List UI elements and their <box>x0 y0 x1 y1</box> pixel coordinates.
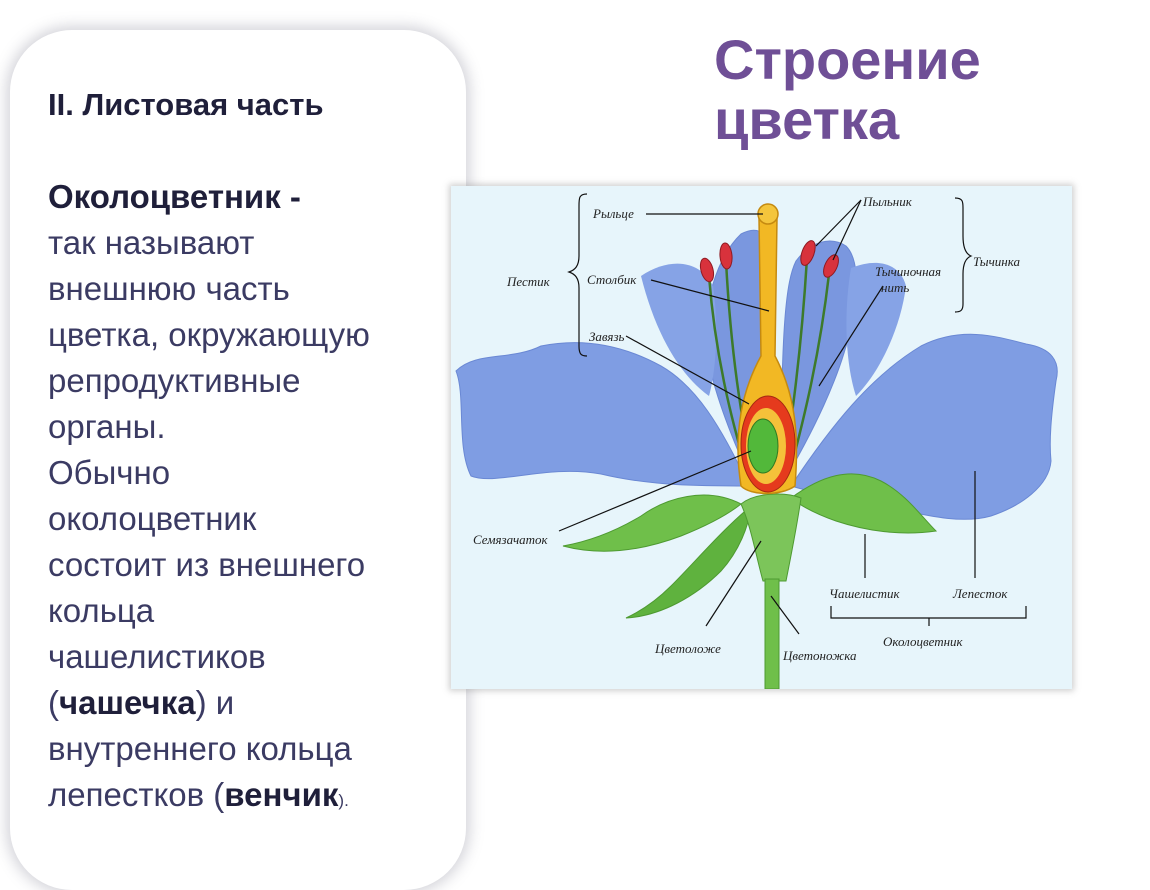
back-petal-wing-right <box>846 262 906 396</box>
text-line: репродуктивные <box>48 362 301 399</box>
label-ovule: Семязачаток <box>473 532 549 547</box>
text-line: околоцветник <box>48 500 257 537</box>
text-line: Обычно <box>48 454 171 491</box>
text-line: внешнюю часть <box>48 270 290 307</box>
paren: ( <box>48 684 59 721</box>
label-petal: Лепесток <box>952 586 1008 601</box>
slide-title: Строение цветка <box>714 30 981 150</box>
calyx-term: чашечка <box>59 684 196 721</box>
text-line: кольца <box>48 592 155 629</box>
spacer <box>48 128 448 174</box>
text-card <box>10 30 466 890</box>
text-fragment: ). <box>338 791 349 810</box>
leader-lines <box>558 199 976 635</box>
sepal-left <box>562 494 742 552</box>
label-filament-2: нить <box>881 280 909 295</box>
pistil-brace <box>567 193 588 357</box>
label-style: Столбик <box>587 272 637 287</box>
text-line-calyx: (чашечка) и <box>48 680 448 726</box>
corolla-term: венчик <box>224 776 339 813</box>
label-pistil: Пестик <box>506 274 551 289</box>
ovule <box>747 418 779 474</box>
term-heading: Околоцветник - <box>48 178 301 215</box>
anthers <box>699 240 839 283</box>
text-line-corolla: лепестков (венчик). <box>48 772 448 824</box>
receptacle <box>740 493 802 582</box>
label-anther: Пыльник <box>862 194 913 209</box>
sepal-left-lower <box>625 504 752 619</box>
label-stamen: Тычинка <box>973 254 1020 269</box>
back-petal-wing <box>641 263 717 396</box>
label-pedicel: Цветоножка <box>782 648 857 663</box>
section-heading: II. Листовая часть <box>48 87 324 122</box>
text-line: состоит из внешнего <box>48 546 366 583</box>
sepal-right <box>790 473 938 534</box>
label-ovary: Завязь <box>589 329 625 344</box>
label-receptacle: Цветоложе <box>654 641 721 656</box>
back-right-petal <box>780 240 857 488</box>
label-stigma: Рыльце <box>592 206 634 221</box>
text-line: цветка, окружающую <box>48 316 370 353</box>
text-fragment: ) и <box>195 684 235 721</box>
pedicel <box>764 578 780 689</box>
text-line: так называют <box>48 224 255 261</box>
perianth-brace <box>830 606 1027 626</box>
label-filament-1: Тычиночная <box>875 264 941 279</box>
card-text: II. Листовая часть Околоцветник - так на… <box>48 82 448 824</box>
label-sepal: Чашелистик <box>829 586 901 601</box>
title-line: Строение <box>714 28 981 91</box>
text-line: чашелистиков <box>48 638 266 675</box>
text-fragment: лепестков ( <box>48 776 225 813</box>
title-line: цветка <box>714 88 900 151</box>
text-line: органы. <box>48 408 166 445</box>
label-perianth: Околоцветник <box>883 634 964 649</box>
stamen-brace <box>954 197 973 313</box>
flower-diagram: Рыльце Пестик Столбик Завязь Семязачаток… <box>451 186 1072 689</box>
left-petal <box>455 342 750 487</box>
flower-diagram-svg: Рыльце Пестик Столбик Завязь Семязачаток… <box>455 193 1058 689</box>
text-line: внутреннего кольца <box>48 730 352 767</box>
